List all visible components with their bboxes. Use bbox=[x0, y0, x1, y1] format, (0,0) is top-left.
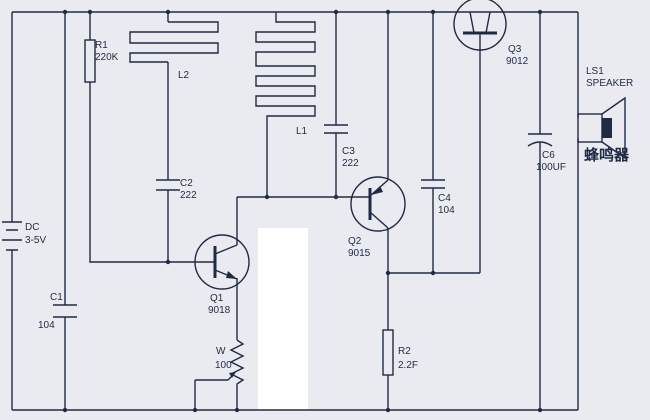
l2-inductor bbox=[129, 21, 219, 72]
r1-value: 220K bbox=[95, 52, 119, 63]
buzzer-label: 蜂鸣器 bbox=[584, 146, 630, 164]
c6-ref: C6 bbox=[542, 150, 555, 161]
w-value: 100 bbox=[215, 360, 232, 371]
c1-value: 104 bbox=[38, 320, 55, 331]
q3-value: 9012 bbox=[506, 56, 529, 67]
wires bbox=[11, 11, 579, 411]
white-patch bbox=[258, 228, 308, 410]
c1-capacitor bbox=[53, 304, 77, 318]
c4-ref: C4 bbox=[438, 193, 451, 204]
r2-value: 2.2F bbox=[398, 360, 418, 371]
l1-ref: L1 bbox=[296, 126, 308, 137]
l1-inductor bbox=[255, 12, 316, 120]
w-potentiometer bbox=[227, 339, 245, 388]
q1-transistor bbox=[194, 234, 250, 290]
labels: R1 220K L2 L1 C2 222 C3 222 C4 104 C1 10… bbox=[25, 40, 633, 371]
r2-resistor bbox=[382, 329, 394, 376]
ls1-value: SPEAKER bbox=[586, 78, 633, 89]
c4-capacitor bbox=[421, 179, 445, 189]
q2-transistor bbox=[345, 176, 406, 232]
dc-ref: DC bbox=[25, 222, 39, 233]
q2-ref: Q2 bbox=[348, 236, 362, 247]
c6-capacitor bbox=[527, 133, 553, 147]
junctions bbox=[62, 9, 543, 413]
r1-ref: R1 bbox=[95, 40, 108, 51]
q3-transistor bbox=[453, 0, 507, 51]
q3-ref: Q3 bbox=[508, 44, 522, 55]
q2-value: 9015 bbox=[348, 248, 371, 259]
c3-capacitor bbox=[324, 124, 348, 134]
q1-ref: Q1 bbox=[210, 293, 224, 304]
r2-ref: R2 bbox=[398, 346, 411, 357]
w-ref: W bbox=[216, 346, 226, 357]
c2-value: 222 bbox=[180, 190, 197, 201]
r1-resistor bbox=[84, 39, 96, 83]
c2-capacitor bbox=[156, 179, 180, 191]
q1-value: 9018 bbox=[208, 305, 231, 316]
c1-ref: C1 bbox=[50, 292, 63, 303]
l2-ref: L2 bbox=[178, 70, 190, 81]
c4-value: 104 bbox=[438, 205, 455, 216]
speaker-icon bbox=[577, 96, 626, 160]
ls1-ref: LS1 bbox=[586, 66, 604, 77]
c6-value: 100UF bbox=[536, 162, 566, 173]
c2-ref: C2 bbox=[180, 178, 193, 189]
dc-value: 3-5V bbox=[25, 235, 46, 246]
c3-ref: C3 bbox=[342, 146, 355, 157]
battery-symbol bbox=[2, 221, 22, 251]
c3-value: 222 bbox=[342, 158, 359, 169]
